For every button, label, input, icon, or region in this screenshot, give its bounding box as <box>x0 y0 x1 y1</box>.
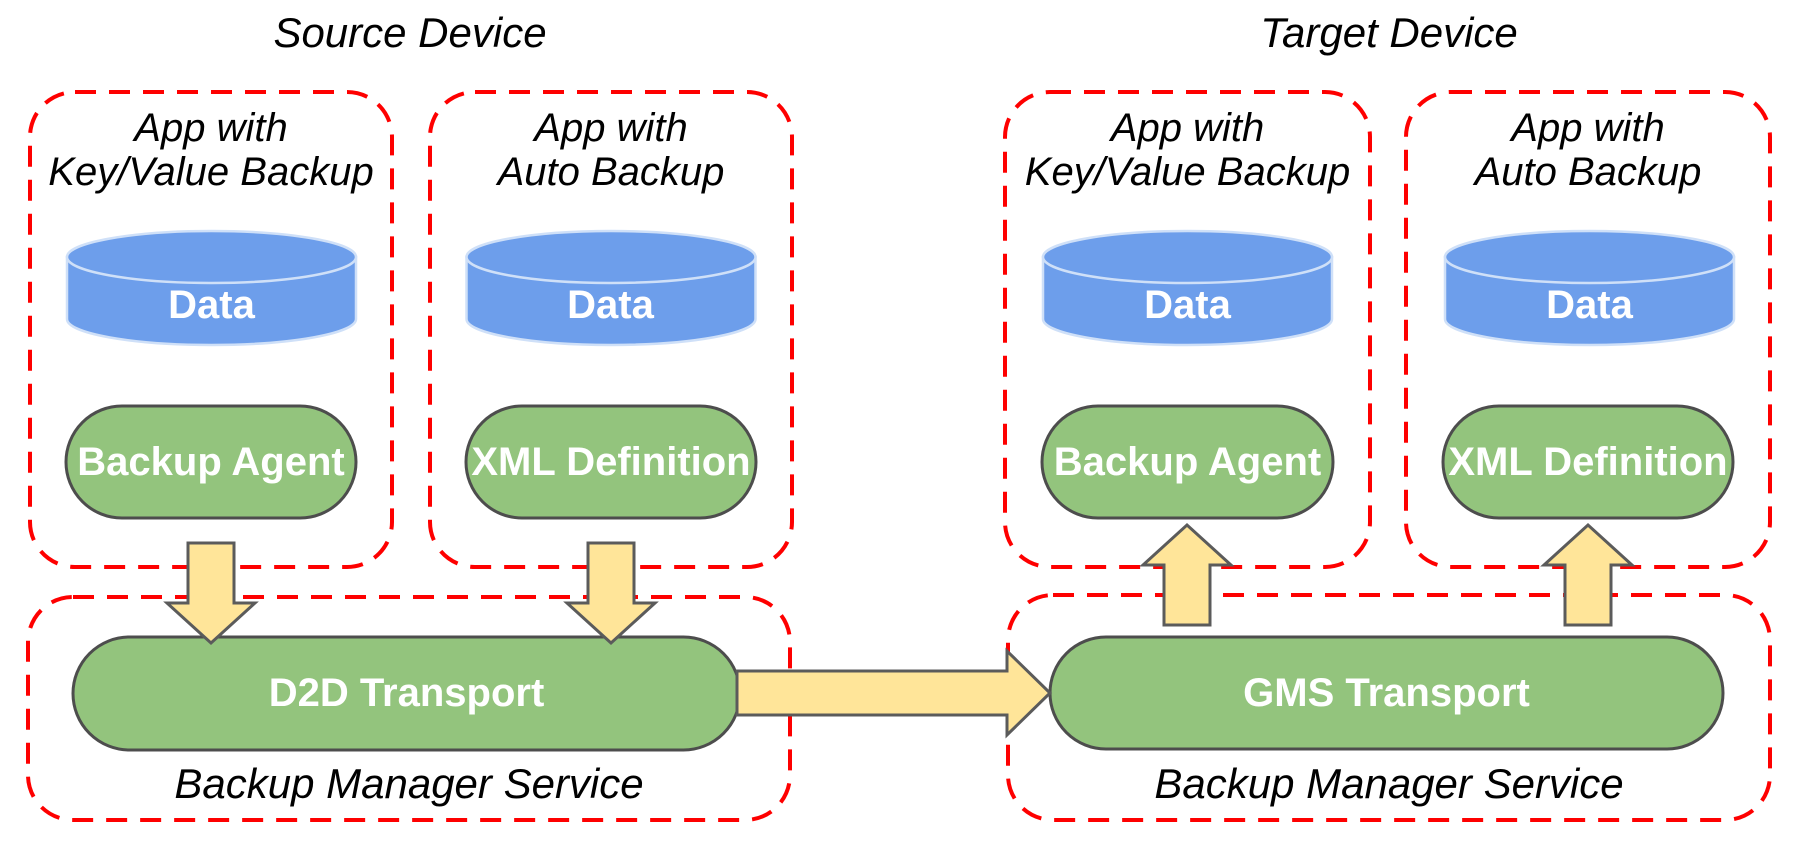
target-app-auto-title: App with Auto Backup <box>1406 106 1770 194</box>
source-keyvalue-data-label: Data <box>168 283 255 327</box>
source-auto-data-label: Data <box>567 283 654 327</box>
d2d-transport-label: D2D Transport <box>268 671 545 715</box>
right-arrow-d2d-to-gms <box>735 647 1053 739</box>
source-backup-manager-label: Backup Manager Service <box>174 760 644 807</box>
cylinder-top <box>1041 229 1334 285</box>
target-device-title: Target Device <box>1260 9 1518 56</box>
source-auto-data-cylinder <box>465 229 757 347</box>
up-arrow-gms-to-xml-definition <box>1540 522 1636 627</box>
app-title-line1: App with <box>1110 106 1265 150</box>
target-keyvalue-data-cylinder <box>1041 229 1334 347</box>
target-xml-definition-pill <box>1441 404 1735 520</box>
component-pill-group <box>64 404 1735 752</box>
source-xml-definition-label: XML Definition <box>471 440 751 484</box>
source-app-auto-title: App with Auto Backup <box>430 106 792 194</box>
target-auto-data-cylinder <box>1443 229 1736 347</box>
source-keyvalue-data-cylinder <box>65 229 358 347</box>
app-title-line2: Auto Backup <box>497 150 725 194</box>
target-app-keyvalue-title: App with Key/Value Backup <box>1005 106 1370 194</box>
app-title-line2: Auto Backup <box>1474 150 1702 194</box>
down-arrow-xml-definition-to-d2d <box>563 541 659 646</box>
cylinder-top <box>65 229 358 285</box>
app-title-line1: App with <box>534 106 688 150</box>
cylinder-top <box>465 229 757 285</box>
source-device-title: Source Device <box>273 9 547 56</box>
target-backup-agent-label: Backup Agent <box>1053 440 1322 484</box>
source-app-keyvalue-title: App with Key/Value Backup <box>30 106 392 194</box>
gms-transport-label: GMS Transport <box>1243 671 1530 715</box>
source-backup-agent-pill <box>64 404 358 520</box>
up-arrow-gms-to-backup-agent <box>1139 522 1235 627</box>
target-backup-agent-pill <box>1040 404 1335 520</box>
app-title-line1: App with <box>1511 106 1665 150</box>
target-auto-data-label: Data <box>1546 283 1633 327</box>
target-xml-definition-label: XML Definition <box>1448 440 1728 484</box>
app-title-line1: App with <box>134 106 288 150</box>
down-arrow-backup-agent-to-d2d <box>163 541 259 646</box>
cylinder-top <box>1443 229 1736 285</box>
arrow-group <box>163 522 1636 739</box>
app-title-line2: Key/Value Backup <box>1024 150 1351 194</box>
source-backup-agent-label: Backup Agent <box>77 440 345 484</box>
target-keyvalue-data-label: Data <box>1144 283 1231 327</box>
source-xml-definition-pill <box>464 404 758 520</box>
target-backup-manager-label: Backup Manager Service <box>1154 760 1624 807</box>
app-title-line2: Key/Value Backup <box>48 150 374 194</box>
